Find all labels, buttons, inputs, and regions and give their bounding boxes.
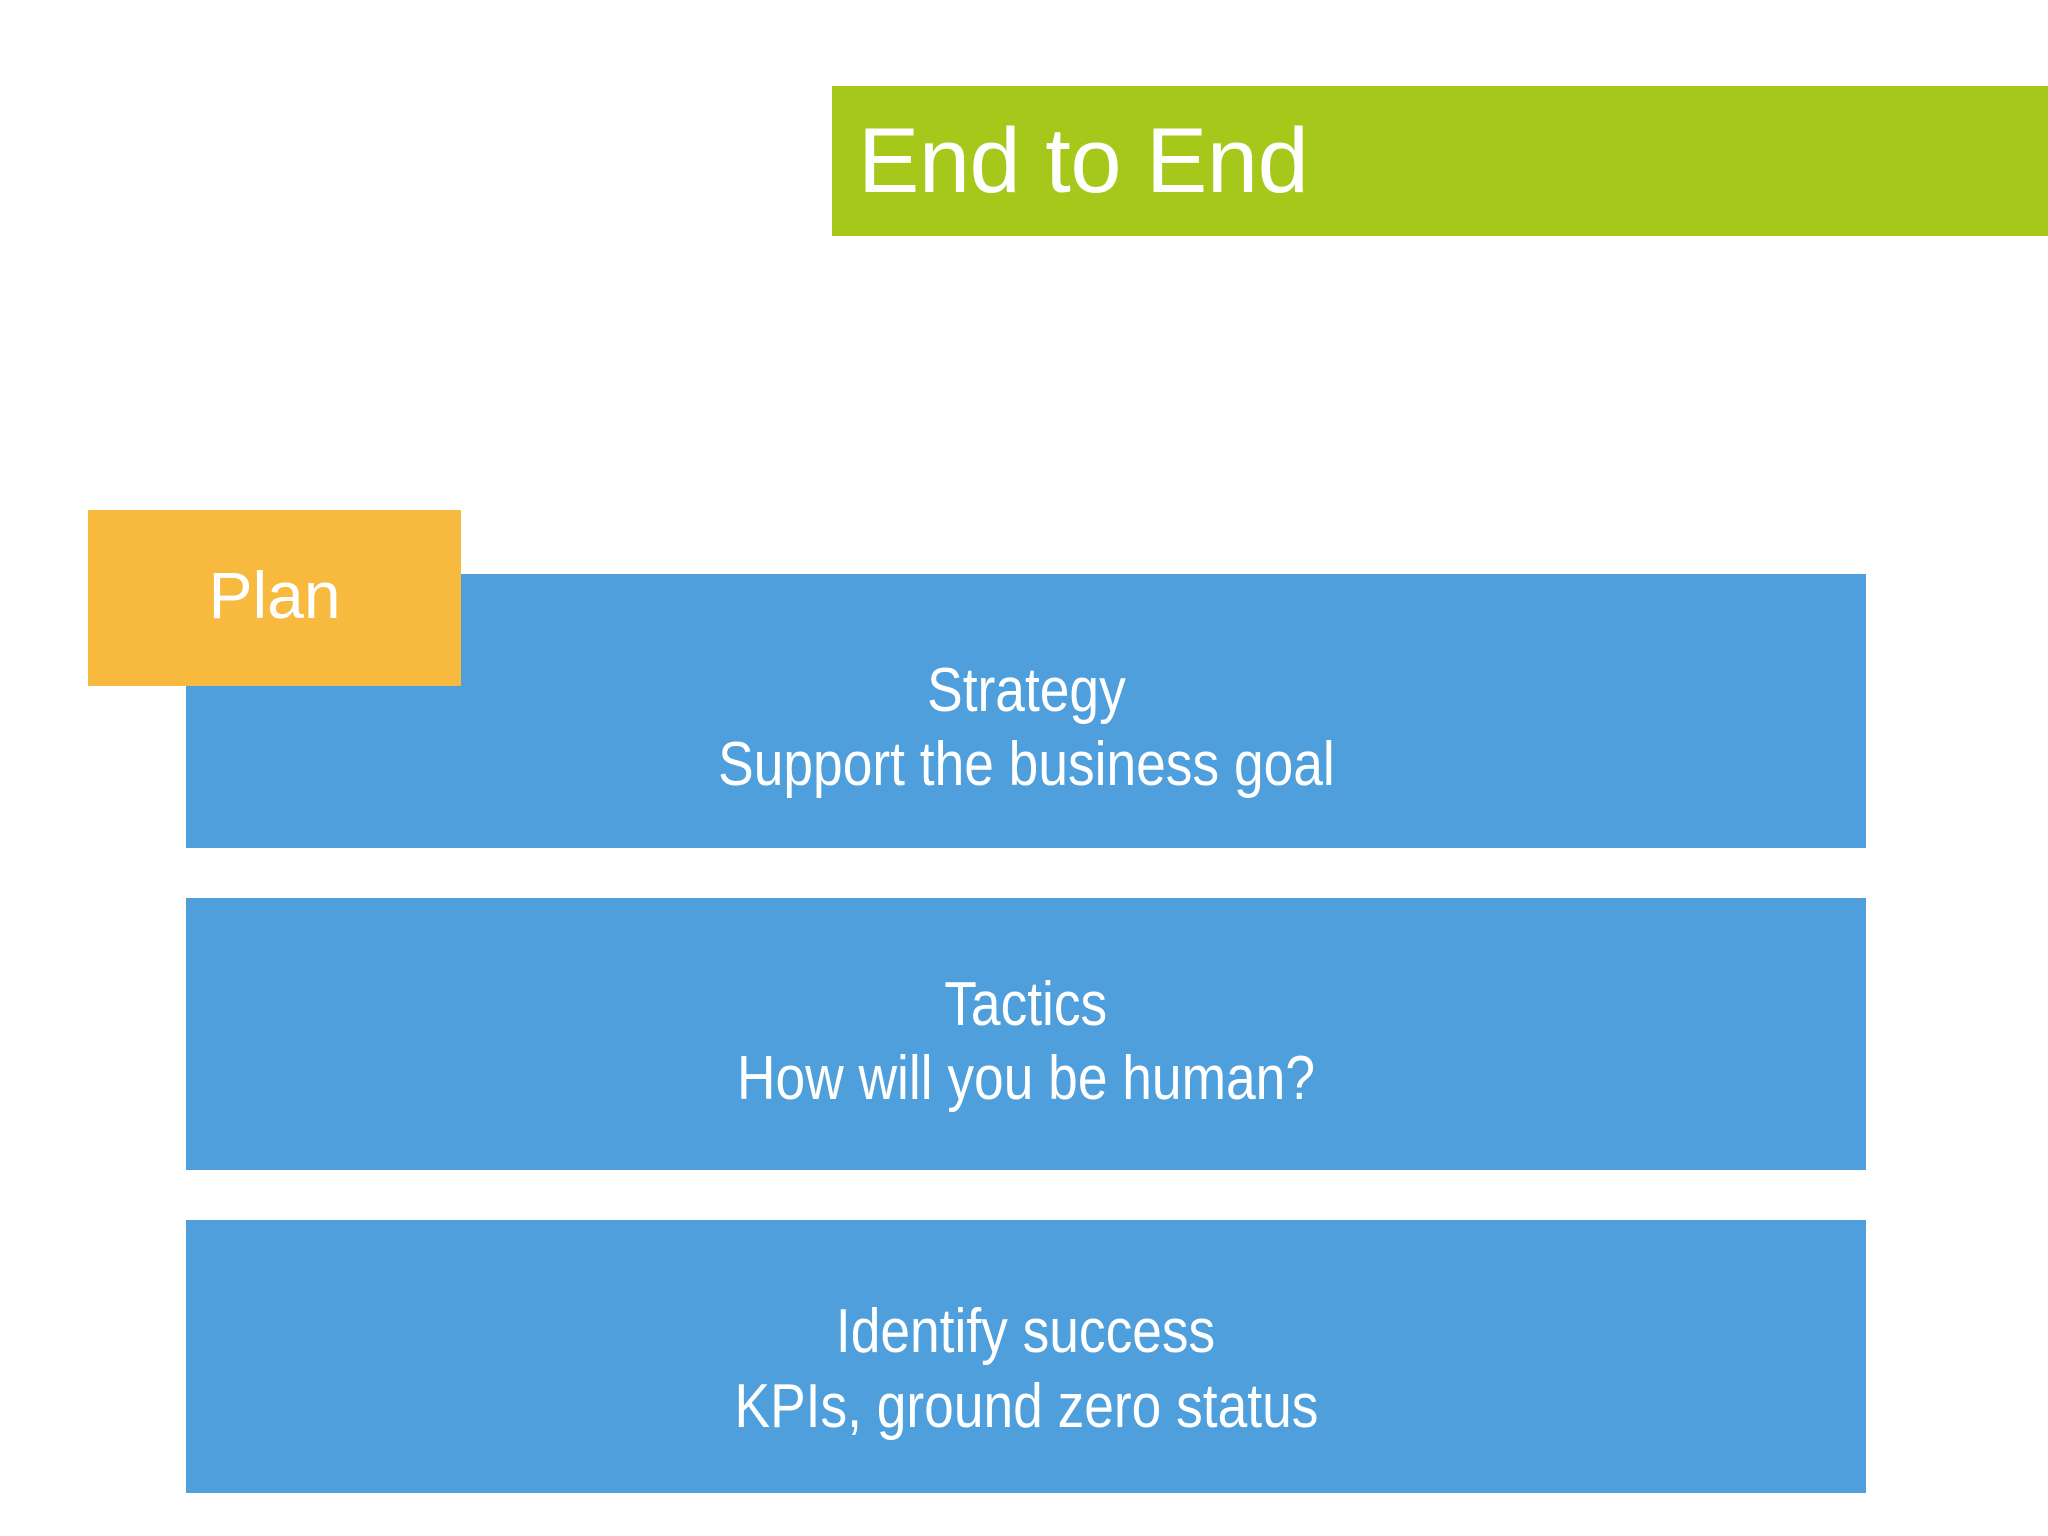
step-heading: Strategy bbox=[926, 655, 1126, 725]
slide-title: End to End bbox=[858, 110, 1309, 212]
step-detail: KPIs, ground zero status bbox=[734, 1371, 1318, 1441]
step-bar-identify-success: Identify success KPIs, ground zero statu… bbox=[186, 1220, 1866, 1493]
step-detail: How will you be human? bbox=[737, 1044, 1315, 1113]
step-detail: Support the business goal bbox=[717, 730, 1335, 799]
step-bar-strategy: Strategy Support the business goal bbox=[186, 574, 1866, 848]
phase-tab-plan: Plan bbox=[88, 510, 461, 686]
slide-title-band: End to End bbox=[832, 86, 2048, 236]
step-heading: Identify success bbox=[836, 1297, 1216, 1367]
phase-tab-label: Plan bbox=[208, 558, 341, 632]
step-heading: Tactics bbox=[944, 969, 1108, 1039]
step-bar-tactics: Tactics How will you be human? bbox=[186, 898, 1866, 1170]
